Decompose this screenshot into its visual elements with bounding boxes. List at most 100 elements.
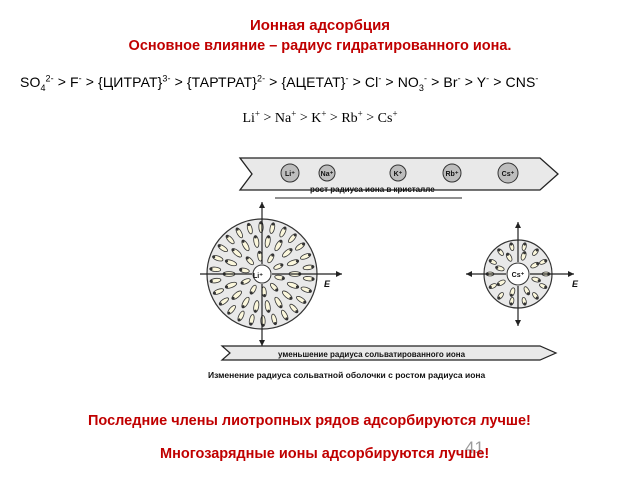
solvent-molecule — [274, 239, 283, 252]
anion-lyotropic-series: SO42- > F- > {ЦИТРАТ}3- > {ТАРТРАТ}2- > … — [20, 73, 539, 92]
solvent-dipole-dot — [526, 292, 530, 295]
solvent-molecule — [286, 281, 300, 289]
li-solvation-sphere — [206, 218, 318, 330]
solvent-dipole-dot — [295, 259, 299, 263]
solvent-dipole-dot — [295, 285, 299, 289]
solvent-dipole-dot — [281, 276, 285, 280]
solvent-dipole-dot — [271, 222, 275, 226]
solvent-dipole-dot — [544, 259, 547, 263]
solvent-dipole-dot — [536, 262, 539, 266]
anion-separator: > — [460, 73, 477, 90]
solvent-dipole-dot — [311, 277, 315, 281]
anion-separator: > — [81, 73, 99, 90]
solvent-dipole-dot — [209, 267, 213, 271]
solvent-dipole-dot — [267, 235, 270, 239]
page-number: 41 — [465, 438, 484, 457]
bottom-arrow-band — [220, 345, 558, 361]
cation-ion: Na+ — [274, 108, 297, 126]
cation-ion: K+ — [311, 108, 327, 126]
field-arrow-right-head — [336, 271, 342, 277]
solvent-molecule — [286, 259, 300, 267]
cs-ion-label: Cs⁺ — [512, 272, 525, 279]
solvent-dipole-dot — [537, 279, 541, 282]
solvent-dipole-dot — [289, 296, 293, 300]
solvent-molecule — [302, 276, 315, 282]
solvent-dipole-dot — [246, 256, 249, 260]
solvent-dipole-dot — [271, 253, 274, 257]
field-arrow-down-head — [259, 340, 265, 346]
solvent-dipole-dot — [225, 259, 229, 263]
solvent-dipole-dot — [279, 305, 283, 308]
solvent-molecule — [264, 300, 271, 313]
field-label-right: E — [572, 279, 579, 289]
solvent-dipole-dot — [544, 285, 547, 289]
anion-ion: {ТАРТРАТ}2- — [186, 73, 266, 90]
solvent-molecule — [209, 277, 222, 284]
solvent-dipole-dot — [307, 253, 311, 257]
cation-lyotropic-series: Li+ > Na+ > K+ > Rb+ > Cs+ — [0, 108, 640, 127]
solvent-dipole-dot — [280, 263, 283, 267]
solvent-dipole-dot — [275, 288, 278, 292]
solvent-dipole-dot — [510, 293, 513, 297]
figure-caption: Изменение радиуса сольватной оболочки с … — [208, 370, 486, 380]
solvent-dipole-dot — [236, 228, 239, 231]
anion-ion: {ЦИТРАТ}3- — [98, 73, 171, 90]
field-arrow-up-head — [259, 202, 265, 208]
solvent-molecule — [253, 300, 260, 313]
crystal-ion-label: Li⁺ — [285, 171, 295, 178]
li-solvation-sphere-core — [252, 264, 272, 284]
solvent-dipole-dot — [231, 248, 235, 252]
cation-separator: > — [326, 110, 342, 126]
solvent-dipole-dot — [241, 281, 244, 285]
solvent-dipole-dot — [509, 242, 513, 246]
anion-separator: > — [348, 73, 365, 90]
solvent-dipole-dot — [254, 309, 257, 313]
solvent-dipole-dot — [273, 321, 277, 325]
cation-separator: > — [296, 110, 312, 126]
solvent-dipole-dot — [497, 282, 500, 286]
solvent-dipole-dot — [497, 248, 501, 252]
cation-ion: Li+ — [242, 108, 260, 126]
top-arrow-label: рост радиуса иона в кристалле — [310, 185, 435, 194]
solvent-dipole-dot — [219, 302, 222, 306]
solvent-dipole-dot — [311, 265, 314, 269]
solvent-dipole-dot — [258, 251, 261, 254]
solvent-molecule — [264, 235, 271, 248]
solvent-dipole-dot — [226, 235, 229, 238]
field-arrow-right-right-head — [568, 271, 574, 277]
slide-subtitle: Основное влияние – радиус гидратированно… — [128, 38, 512, 54]
solvent-molecule — [224, 259, 238, 267]
solvent-dipole-dot — [218, 244, 221, 248]
solvent-dipole-dot — [227, 311, 231, 315]
solvent-dipole-dot — [303, 300, 306, 304]
solvent-dipole-dot — [302, 242, 305, 246]
solvent-dipole-dot — [237, 318, 241, 321]
conclusion-text-2: Многозарядные ионы адсорбируются лучше! — [160, 446, 490, 462]
solvent-dipole-dot — [285, 317, 288, 320]
solvent-dipole-dot — [212, 255, 216, 259]
solvent-dipole-dot — [509, 302, 513, 306]
field-arrow-down-right-head — [515, 320, 521, 326]
crystal-ion-circle — [497, 162, 519, 184]
solvent-dipole-dot — [523, 251, 526, 255]
anion-separator: > — [170, 73, 187, 90]
anion-separator: > — [427, 73, 444, 90]
anion-ion: Cl- — [364, 73, 382, 90]
crystal-ion-label: K⁺ — [394, 171, 403, 178]
solvent-dipole-dot — [249, 322, 253, 326]
solvent-dipole-dot — [247, 223, 251, 227]
solvent-dipole-dot — [523, 242, 527, 246]
solvent-dipole-dot — [241, 305, 245, 308]
anion-separator: > — [381, 73, 398, 90]
solvent-molecule — [253, 235, 260, 248]
crystal-ion-circle — [442, 163, 462, 183]
crystal-ion-circle — [389, 164, 407, 182]
solvent-dipole-dot — [523, 302, 527, 306]
solvent-molecule — [241, 296, 250, 309]
bottom-arrow-label: уменьшение радиуса сольватированного ион… — [278, 350, 466, 359]
anion-ion: NO3- — [397, 73, 428, 93]
cation-separator: > — [260, 110, 275, 126]
anion-ion: {АЦЕТАТ}- — [281, 73, 349, 90]
anion-separator: > — [53, 73, 71, 90]
cation-ion: Cs+ — [377, 108, 398, 126]
